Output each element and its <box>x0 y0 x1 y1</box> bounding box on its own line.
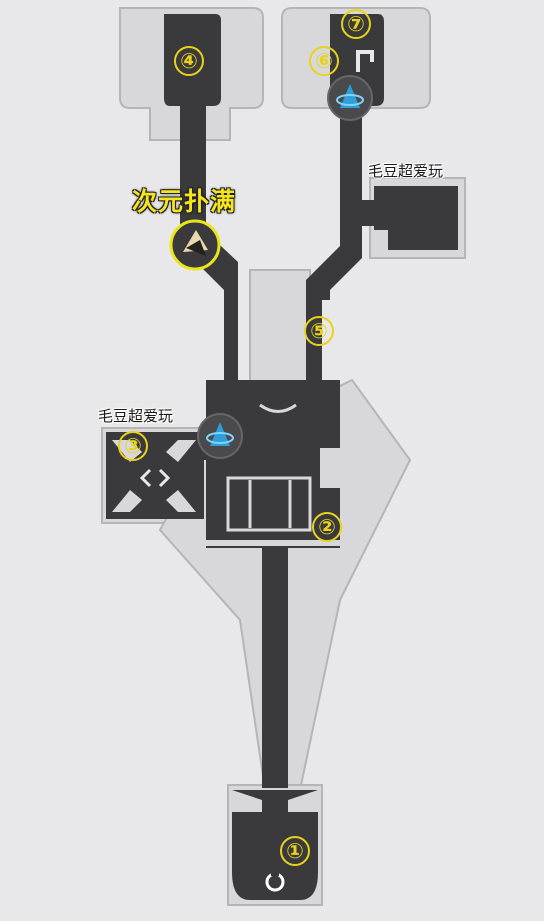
hub-details <box>226 403 312 532</box>
point-7-marker[interactable]: ⑦ <box>341 9 371 39</box>
point-6-marker[interactable]: ⑥ <box>309 46 339 76</box>
room1-details <box>232 790 318 812</box>
treasure-icon[interactable] <box>169 219 221 271</box>
hub-walls <box>206 448 340 546</box>
point-2-marker[interactable]: ② <box>312 512 342 542</box>
exit-ring-gap <box>271 870 279 876</box>
watermark-label: 毛豆超爱玩 <box>98 407 174 425</box>
point-1-marker[interactable]: ① <box>280 836 310 866</box>
watermark-label: 毛豆超爱玩 <box>368 162 444 180</box>
room3-arrows <box>139 468 171 488</box>
point-4-marker[interactable]: ④ <box>174 46 204 76</box>
treasure-label: 次元扑满 <box>132 187 237 216</box>
point-5-marker[interactable]: ⑤ <box>304 316 334 346</box>
room7-details <box>356 50 374 72</box>
teleport-anchor-icon[interactable] <box>197 413 243 459</box>
teleport-anchor-icon[interactable] <box>327 75 373 121</box>
point-3-marker[interactable]: ③ <box>118 431 148 461</box>
